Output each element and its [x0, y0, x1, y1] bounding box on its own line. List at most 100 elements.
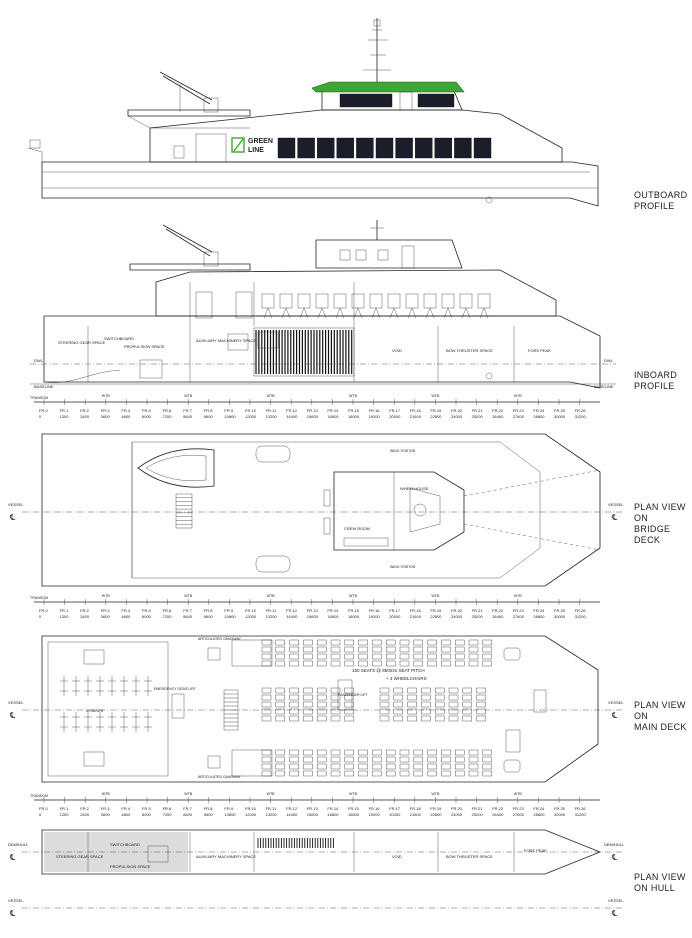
- frame-offset: 30000: [554, 614, 566, 619]
- frame-name: FR.2: [80, 408, 89, 413]
- frame-offset: 26400: [492, 812, 504, 817]
- passenger-seat: [427, 749, 437, 756]
- passenger-seat: [427, 639, 437, 646]
- frame-name: FR.24: [533, 608, 545, 613]
- wheelhouse-label: WHEELHOUSE: [400, 486, 429, 491]
- wing-station-stbd-label: WING STATION: [390, 565, 416, 569]
- frame-name: FR.4: [121, 608, 130, 613]
- frame-name: FR.7: [183, 408, 192, 413]
- frame-offset: 19200: [369, 414, 381, 419]
- frame-name: FR.20: [451, 806, 463, 811]
- passenger-seat: [330, 653, 341, 660]
- green-line-logo: GREEN LINE: [231, 137, 273, 154]
- bike-icon: [60, 676, 68, 696]
- frame-name: FR.4: [121, 408, 130, 413]
- passenger-seat: [482, 770, 492, 777]
- passenger-seat: [261, 660, 272, 667]
- frame-offset: 7200: [163, 812, 173, 817]
- passenger-seat: [358, 770, 368, 777]
- hull-bow-thruster-label: BOW THRUSTER SPACE: [446, 854, 493, 859]
- passenger-seat: [330, 708, 341, 715]
- passenger-seat: [275, 701, 285, 708]
- passenger-seat: [330, 660, 341, 667]
- wheelhouse-room: [333, 471, 465, 551]
- frame-offset: 19200: [369, 614, 381, 619]
- frame-offset: 6000: [142, 414, 152, 419]
- crew-room-label: CREW ROOM: [344, 526, 370, 531]
- passenger-seat: [441, 653, 451, 660]
- passenger-seat: [289, 694, 299, 701]
- passenger-seat: [358, 660, 368, 667]
- passenger-seat: [261, 653, 272, 660]
- passenger-seat: [455, 770, 465, 777]
- frame-offset: 18000: [348, 414, 360, 419]
- passenger-seat: [482, 639, 492, 646]
- passenger-seat: [344, 749, 354, 756]
- frame-name: FR.7: [183, 608, 192, 613]
- frame-offset: 12000: [245, 414, 257, 419]
- passenger-seat: [317, 687, 327, 694]
- frame-name: FR.3: [101, 408, 110, 413]
- frame-offset: 6000: [142, 812, 152, 817]
- frame-offset: 13200: [266, 812, 278, 817]
- frame-offset: 15600: [307, 812, 319, 817]
- passenger-seat: [275, 708, 285, 715]
- passenger-seat: [399, 763, 410, 770]
- frame-name: FR.22: [492, 408, 504, 413]
- inboard-seat: [423, 293, 437, 319]
- outboard-window: [297, 137, 315, 159]
- frame-name: FR.16: [369, 806, 381, 811]
- passenger-seat: [468, 770, 479, 777]
- passenger-seat: [317, 708, 327, 715]
- frame-offset: 18000: [348, 614, 360, 619]
- passenger-seat: [399, 749, 410, 756]
- frame-offset: 20400: [389, 614, 401, 619]
- main-vessel-cl-fwd: VESSEL: [608, 700, 624, 705]
- main-deck-plan: 30 BIKES EMERGENCY GEAR LIFE ARTICULATED…: [8, 635, 624, 783]
- passenger-seat: [421, 701, 431, 708]
- passenger-seat: [303, 687, 313, 694]
- passenger-seat: [393, 715, 403, 722]
- frame-offset: 16800: [327, 414, 339, 419]
- wtb-label: WTB: [267, 792, 276, 796]
- frame-name: FR.1: [60, 608, 69, 613]
- emergency-gear-label: EMERGENCY GEAR LIFE: [154, 687, 196, 691]
- frame-scale-main: TRANSOMFR.00FR.11200FR.22400FR.33600WTBF…: [30, 792, 600, 817]
- frame-offset: 21600: [410, 414, 422, 419]
- bridge-deck-label: PLAN VIEW ON BRIDGE DECK: [634, 502, 692, 546]
- passenger-seat: [421, 708, 431, 715]
- passenger-seat: [344, 770, 354, 777]
- outboard-window: [317, 137, 335, 159]
- passenger-seat: [476, 694, 486, 701]
- wtb-label: WTB: [431, 394, 440, 398]
- frame-name: FR.21: [472, 408, 484, 413]
- frame-name: FR.3: [101, 806, 110, 811]
- bike-icon: [84, 712, 92, 732]
- passenger-seat: [330, 701, 341, 708]
- passenger-seat: [441, 763, 451, 770]
- frame-offset: 8400: [183, 414, 193, 419]
- transom-label: TRANSOM: [30, 396, 48, 400]
- passenger-seat: [289, 749, 299, 756]
- passenger-seat: [275, 653, 285, 660]
- bike-icon: [108, 712, 116, 732]
- passenger-seat: [435, 715, 445, 722]
- passenger-seat: [330, 687, 341, 694]
- frame-name: FR.13: [307, 608, 319, 613]
- passenger-seat: [261, 694, 272, 701]
- passenger-seat: [330, 646, 341, 653]
- passenger-seat: [413, 646, 423, 653]
- wtb-label: WTB: [349, 394, 358, 398]
- frame-name: FR.6: [163, 408, 172, 413]
- passenger-seat: [482, 660, 492, 667]
- frame-name: FR.21: [472, 608, 484, 613]
- frame-name: FR.17: [389, 806, 401, 811]
- bikes-label: 30 BIKES: [86, 708, 104, 713]
- passenger-seat: [275, 639, 285, 646]
- rescue-boat: [137, 448, 215, 488]
- passenger-seat: [289, 770, 299, 777]
- passenger-seat: [386, 653, 396, 660]
- outboard-window: [277, 137, 296, 159]
- frame-name: FR.8: [204, 608, 213, 613]
- passenger-seat: [448, 701, 459, 708]
